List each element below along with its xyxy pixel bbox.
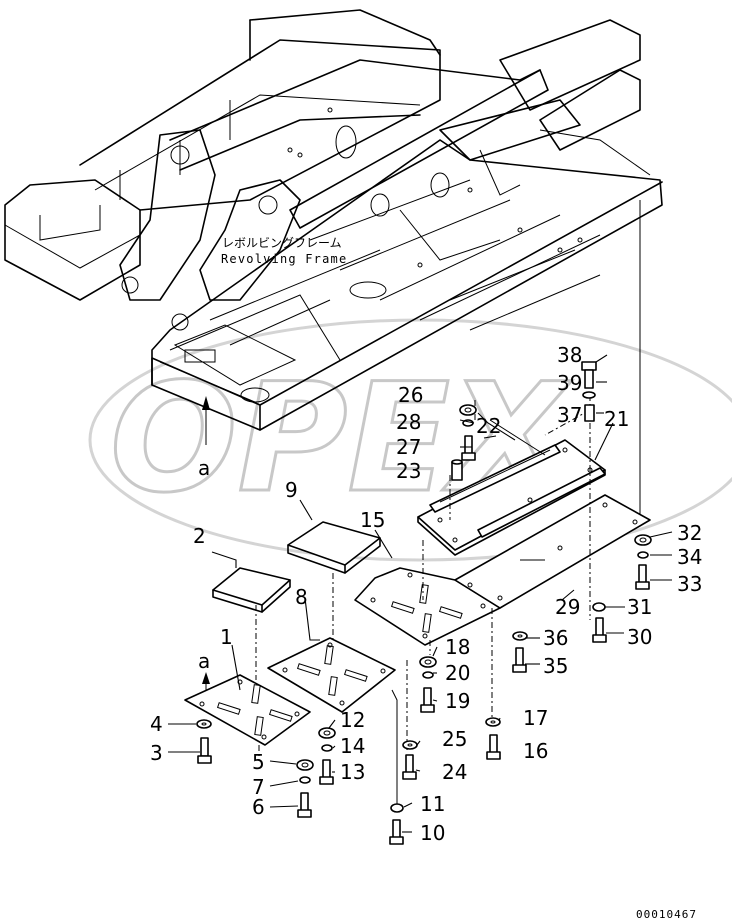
washer-7 [299, 776, 311, 784]
washer-4 [196, 719, 212, 729]
part-21-rail [477, 467, 606, 538]
callout-18: 18 [445, 635, 470, 659]
bolt-13 [319, 759, 334, 785]
washer-14 [321, 744, 333, 752]
callout-14: 14 [340, 734, 365, 758]
callout-7: 7 [252, 775, 265, 799]
callout-13: 13 [340, 760, 365, 784]
fasteners [196, 361, 652, 845]
view-marker-lower: a [198, 649, 210, 673]
bolt-24 [402, 754, 417, 780]
callout-2: 2 [193, 524, 206, 548]
callout-28: 28 [396, 410, 421, 434]
callout-36: 36 [543, 626, 568, 650]
view-arrow-upper: a [198, 396, 210, 480]
washer-32 [634, 534, 652, 546]
washer-36 [512, 631, 528, 641]
callout-6: 6 [252, 795, 265, 819]
callout-33: 33 [677, 572, 702, 596]
callout-35: 35 [543, 654, 568, 678]
callout-11: 11 [420, 792, 445, 816]
part-1-plate [184, 674, 311, 746]
callout-4: 4 [150, 712, 163, 736]
washer-34 [637, 551, 649, 559]
callout-16: 16 [523, 739, 548, 763]
callout-8: 8 [295, 585, 308, 609]
callout-30: 30 [627, 625, 652, 649]
bolt-6 [297, 792, 312, 818]
callout-37: 37 [557, 403, 582, 427]
washer-20 [422, 671, 434, 679]
bolt-3 [197, 737, 212, 764]
callout-20: 20 [445, 661, 470, 685]
revolving-frame [4, 9, 663, 515]
bolt-10 [389, 819, 404, 845]
callout-39: 39 [557, 371, 582, 395]
document-number: 00010467 [636, 908, 697, 921]
callout-26: 26 [398, 383, 423, 407]
callout-24: 24 [442, 760, 467, 784]
callout-15: 15 [360, 508, 385, 532]
part-29-plate [454, 494, 651, 609]
callout-17: 17 [523, 706, 548, 730]
bolt-16 [486, 734, 501, 760]
callout-21: 21 [604, 407, 629, 431]
callout-3: 3 [150, 741, 163, 765]
bolt-33 [635, 564, 650, 590]
callout-27: 27 [396, 435, 421, 459]
callout-19: 19 [445, 689, 470, 713]
callout-1: 1 [220, 625, 233, 649]
frame-label-jp: レボルビングフレーム [222, 236, 342, 250]
callout-numbers: 1 2 3 4 5 6 7 8 9 10 11 12 13 14 15 16 1… [150, 343, 702, 845]
bolt-35 [512, 647, 527, 673]
bolt-19 [420, 687, 435, 713]
washer-17 [485, 717, 501, 727]
washer-31 [592, 602, 606, 612]
callout-9: 9 [285, 478, 298, 502]
view-marker-upper: a [198, 456, 210, 480]
bolt-38 [581, 361, 597, 389]
part-9-pad [287, 521, 381, 574]
part-2-pad [212, 567, 291, 613]
callout-29: 29 [555, 595, 580, 619]
washer-26 [459, 404, 477, 416]
washer-39 [582, 391, 596, 399]
callout-23: 23 [396, 459, 421, 483]
leader-lines [168, 354, 673, 833]
frame-label-en: Revolving Frame [221, 252, 347, 266]
center-lines [255, 395, 591, 805]
washer-5 [296, 759, 314, 771]
callout-31: 31 [627, 595, 652, 619]
callout-12: 12 [340, 708, 365, 732]
view-arrow-lower: a [198, 649, 210, 695]
spacer-23 [451, 459, 463, 481]
callout-32: 32 [677, 521, 702, 545]
washer-25 [402, 740, 418, 750]
callout-34: 34 [677, 545, 702, 569]
callout-38: 38 [557, 343, 582, 367]
collar-37 [584, 404, 595, 422]
callout-22: 22 [476, 414, 501, 438]
callout-25: 25 [442, 727, 467, 751]
bolt-30 [592, 617, 607, 643]
washer-11 [390, 803, 404, 813]
callout-10: 10 [420, 821, 445, 845]
bolt-27 [461, 435, 476, 461]
part-22-bar [429, 444, 561, 513]
washer-12 [318, 727, 336, 739]
callout-5: 5 [252, 750, 265, 774]
washer-18 [419, 656, 437, 668]
part-8-plate [267, 637, 396, 713]
